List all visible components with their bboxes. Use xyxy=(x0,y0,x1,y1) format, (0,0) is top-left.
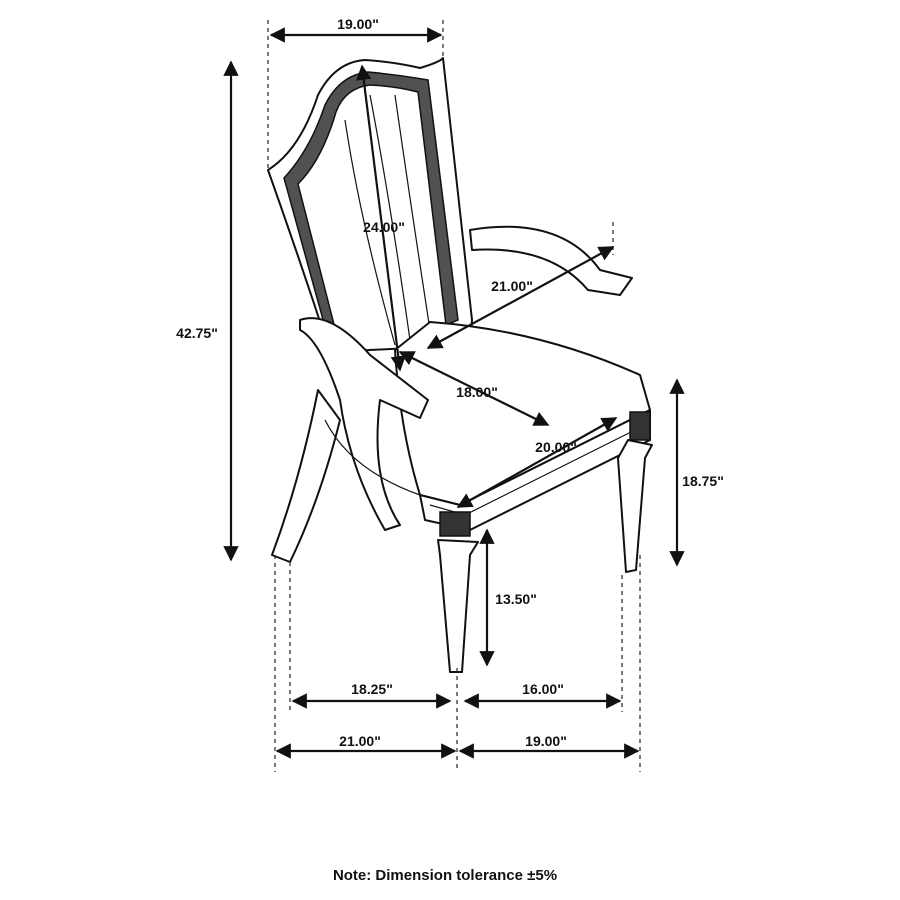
seat-depth-label: 18.00" xyxy=(456,384,498,400)
back-height-label: 24.00" xyxy=(363,219,405,235)
apron-height-label: 13.50" xyxy=(495,591,537,607)
seat-height-label: 18.75" xyxy=(682,473,724,489)
tolerance-note: Note: Dimension tolerance ±5% xyxy=(333,867,557,884)
chair-drawing xyxy=(267,57,653,673)
seat-depth-arm-label: 21.00" xyxy=(491,278,533,294)
inner-depth-label: 18.25" xyxy=(351,681,393,697)
back-width-label: 19.00" xyxy=(337,16,379,32)
overall-depth-label: 21.00" xyxy=(339,733,381,749)
dimension-lines xyxy=(223,27,685,759)
seat-width-label: 20.00" xyxy=(535,439,577,455)
overall-height-label: 42.75" xyxy=(176,325,218,341)
overall-width-label: 19.00" xyxy=(525,733,567,749)
inner-width-label: 16.00" xyxy=(522,681,564,697)
